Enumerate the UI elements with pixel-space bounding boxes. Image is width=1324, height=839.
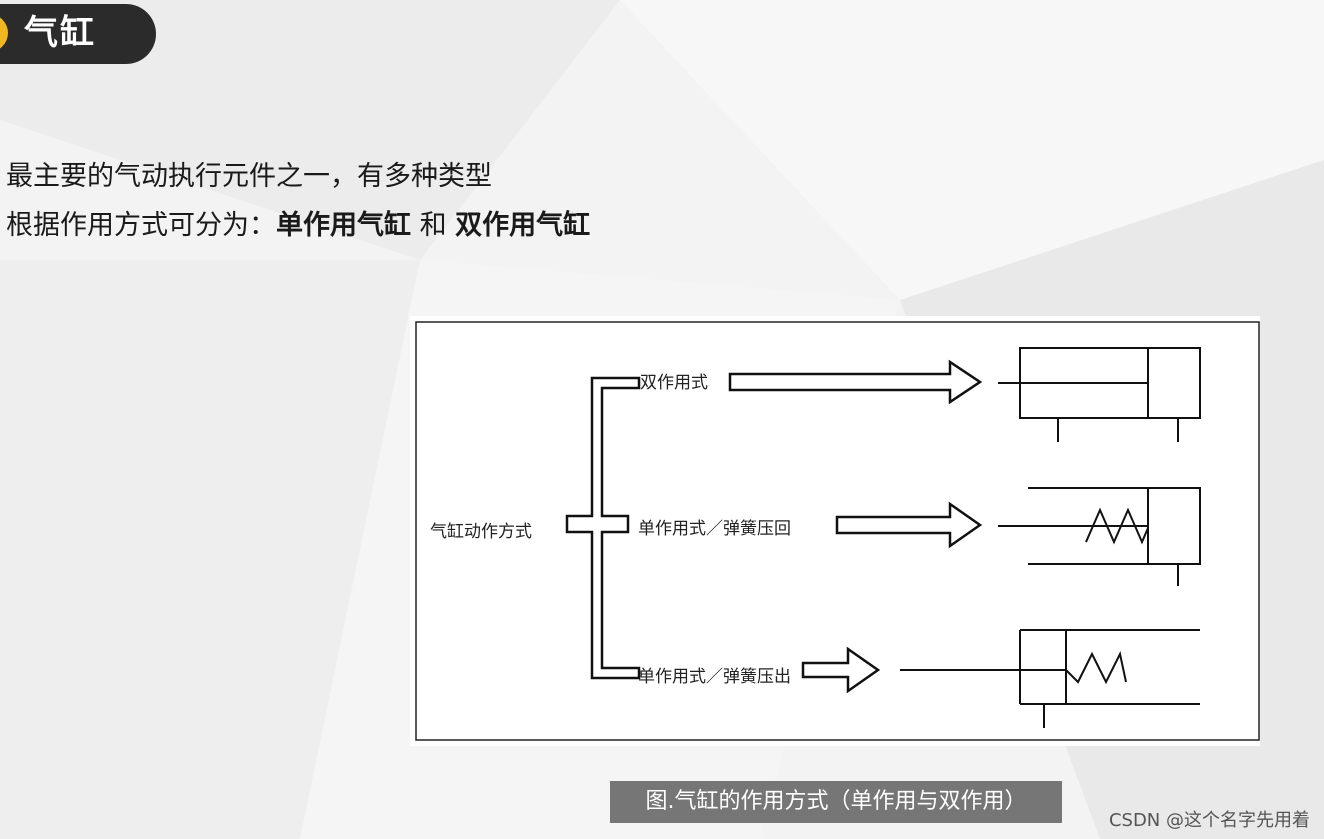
cylinder-diagram-graphic [415,321,1260,741]
classification-conjunction: 和 [411,210,456,241]
intro-text: 最主要的气动执行元件之一，有多种类型 [6,161,492,192]
root-label: 气缸动作方式 [430,522,532,542]
single-acting-term: 单作用气缸 [276,210,411,241]
spring-return-cylinder-symbol [998,487,1201,586]
title-accent-dot [0,14,8,52]
classification-prefix: 根据作用方式可分为： [6,210,276,241]
watermark: CSDN @这个名字先用着 [1108,810,1310,831]
figure-caption: 图.气缸的作用方式（单作用与双作用） [610,781,1062,823]
branch-spring-extend: 单作用式／弹簧压出 [638,667,791,687]
classification-bracket [565,376,641,680]
spring-extend-cylinder-symbol [900,629,1200,728]
arrow-spring-extend [801,646,881,694]
branch-spring-return: 单作用式／弹簧压回 [638,519,791,539]
arrow-double-acting [728,359,983,405]
cylinder-diagram: 气缸动作方式 双作用式 单作用式／弹簧压回 单作用式／弹簧压出 [410,316,1260,746]
arrow-spring-return [835,501,983,549]
title-banner [0,4,156,64]
double-acting-cylinder-symbol [998,347,1201,442]
classification-text: 根据作用方式可分为：单作用气缸 和 双作用气缸 [6,206,590,246]
double-acting-term: 双作用气缸 [455,210,591,241]
slide-title: 气缸 [24,13,96,53]
branch-double-acting: 双作用式 [640,373,708,393]
